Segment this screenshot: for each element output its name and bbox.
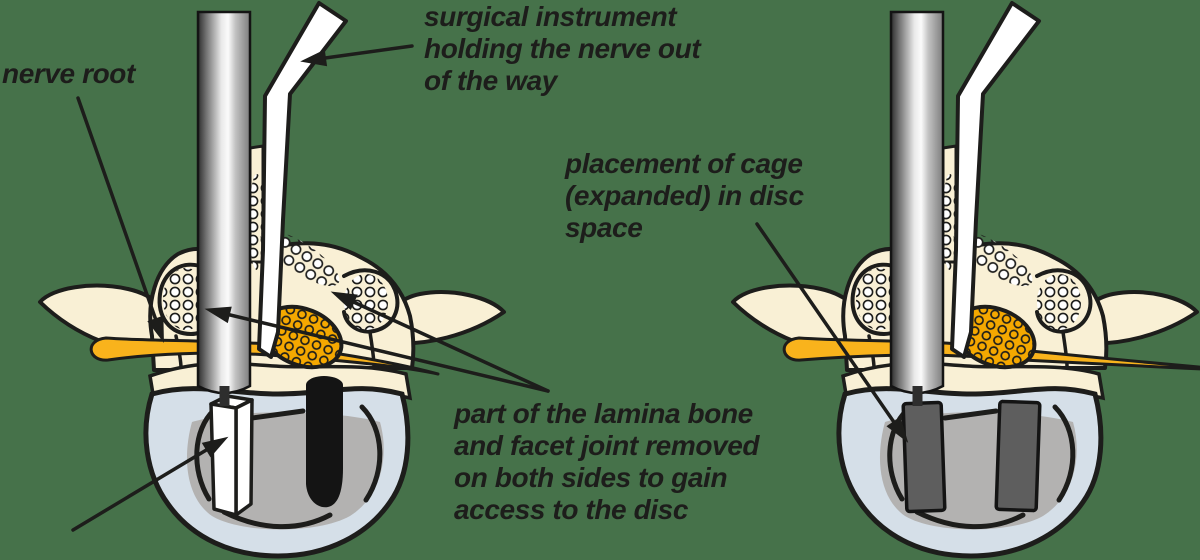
- figure-collapsed-cage: [40, 1, 504, 556]
- arrow-lamina-left: [202, 300, 550, 393]
- arrow-nerve-root: [76, 96, 172, 346]
- label-line: on both sides to gain: [454, 462, 728, 493]
- contralateral-access-hole: [306, 376, 343, 508]
- label-line: part of the lamina bone: [454, 398, 753, 429]
- label-line: access to the disc: [454, 494, 689, 525]
- label-line: nerve root: [2, 58, 135, 89]
- label-line: holding the nerve out: [424, 33, 701, 64]
- arrow-cage-placement: [755, 222, 916, 448]
- label-lamina-removed: part of the lamina bone and facet joint …: [454, 398, 759, 526]
- label-line: (expanded) in disc: [565, 180, 804, 211]
- label-line: space: [565, 212, 643, 243]
- label-nerve-root: nerve root: [2, 58, 135, 90]
- label-line: of the way: [424, 65, 557, 96]
- arrow-surgical-instrument: [298, 44, 414, 70]
- label-surgical-instrument: surgical instrument holding the nerve ou…: [424, 1, 701, 97]
- label-line: and facet joint removed: [454, 430, 760, 461]
- label-cage-placement: placement of cage (expanded) in disc spa…: [565, 148, 804, 244]
- arrow-lamina-right: [327, 283, 550, 393]
- label-line: placement of cage: [565, 148, 803, 179]
- figure-expanded-cages: [733, 1, 1200, 556]
- collapsed-cage: [209, 394, 254, 517]
- label-line: surgical instrument: [424, 1, 677, 32]
- arrow-collapsed-cage: [71, 429, 233, 532]
- leader-arrows: [71, 44, 916, 532]
